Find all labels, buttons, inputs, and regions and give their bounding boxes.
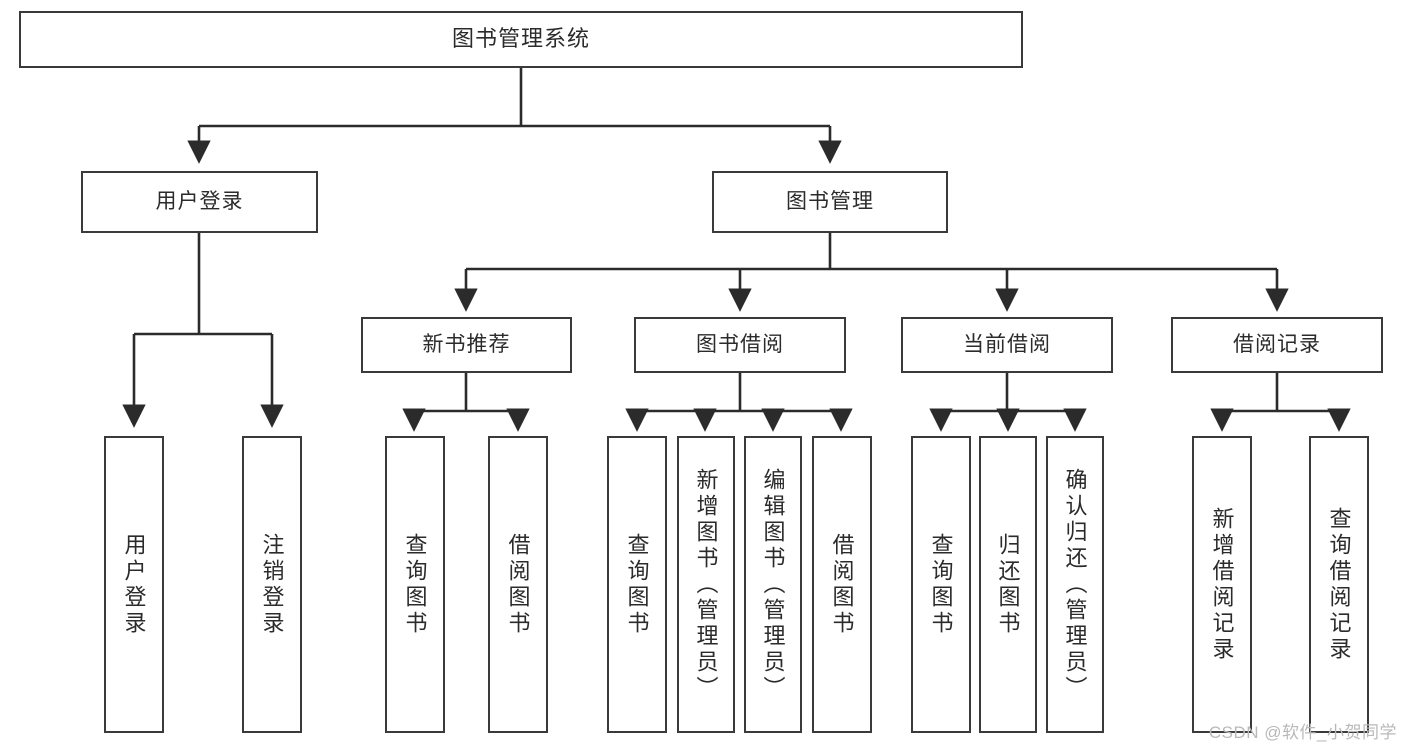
node-book-management[interactable]: 图书管理	[712, 171, 948, 233]
node-leaf-user-login[interactable]: 用户登录	[104, 436, 164, 733]
node-label: 图书管理	[786, 190, 874, 214]
node-book-borrow[interactable]: 图书借阅	[634, 317, 846, 373]
node-label: 用户登录	[155, 190, 244, 214]
node-label: 借阅记录	[1233, 333, 1321, 357]
node-label: 新增借阅记录	[1209, 506, 1235, 663]
node-label: 查询图书	[624, 532, 650, 637]
node-label: 借阅图书	[829, 532, 855, 637]
node-leaf-logout[interactable]: 注销登录	[242, 436, 302, 733]
node-user-login[interactable]: 用户登录	[81, 171, 318, 233]
node-label: 编辑图书（管理员）	[760, 467, 786, 702]
node-label: 查询图书	[928, 532, 954, 637]
node-label: 用户登录	[121, 532, 147, 637]
node-leaf-borrow-book-recommend[interactable]: 借阅图书	[488, 436, 548, 733]
node-leaf-borrow-book[interactable]: 借阅图书	[812, 436, 872, 733]
node-label: 注销登录	[259, 532, 285, 637]
node-root-book-management-system[interactable]: 图书管理系统	[19, 11, 1023, 68]
node-borrow-record[interactable]: 借阅记录	[1171, 317, 1383, 373]
node-leaf-query-book-recommend[interactable]: 查询图书	[385, 436, 445, 733]
node-new-book-recommend[interactable]: 新书推荐	[361, 317, 572, 373]
node-label: 新增图书（管理员）	[693, 467, 719, 702]
node-label: 图书管理系统	[451, 26, 590, 52]
node-leaf-edit-book[interactable]: 编辑图书（管理员）	[744, 436, 802, 733]
node-label: 查询图书	[402, 532, 428, 637]
node-leaf-add-book[interactable]: 新增图书（管理员）	[677, 436, 735, 733]
node-current-borrow[interactable]: 当前借阅	[901, 317, 1113, 373]
node-label: 查询借阅记录	[1326, 506, 1352, 663]
node-leaf-query-borrow-record[interactable]: 查询借阅记录	[1309, 436, 1369, 733]
node-label: 当前借阅	[963, 333, 1051, 357]
node-label: 图书借阅	[696, 333, 784, 357]
node-label: 归还图书	[995, 532, 1021, 637]
node-label: 借阅图书	[505, 532, 531, 637]
node-leaf-add-borrow-record[interactable]: 新增借阅记录	[1192, 436, 1252, 733]
node-leaf-query-book-borrow[interactable]: 查询图书	[607, 436, 667, 733]
watermark-text: CSDN @软件_小贺同学	[1208, 723, 1397, 742]
node-leaf-confirm-return[interactable]: 确认归还（管理员）	[1046, 436, 1104, 733]
node-label: 新书推荐	[422, 333, 511, 357]
node-leaf-query-book-current[interactable]: 查询图书	[911, 436, 971, 733]
node-label: 确认归还（管理员）	[1062, 467, 1088, 702]
node-leaf-return-book[interactable]: 归还图书	[979, 436, 1037, 733]
